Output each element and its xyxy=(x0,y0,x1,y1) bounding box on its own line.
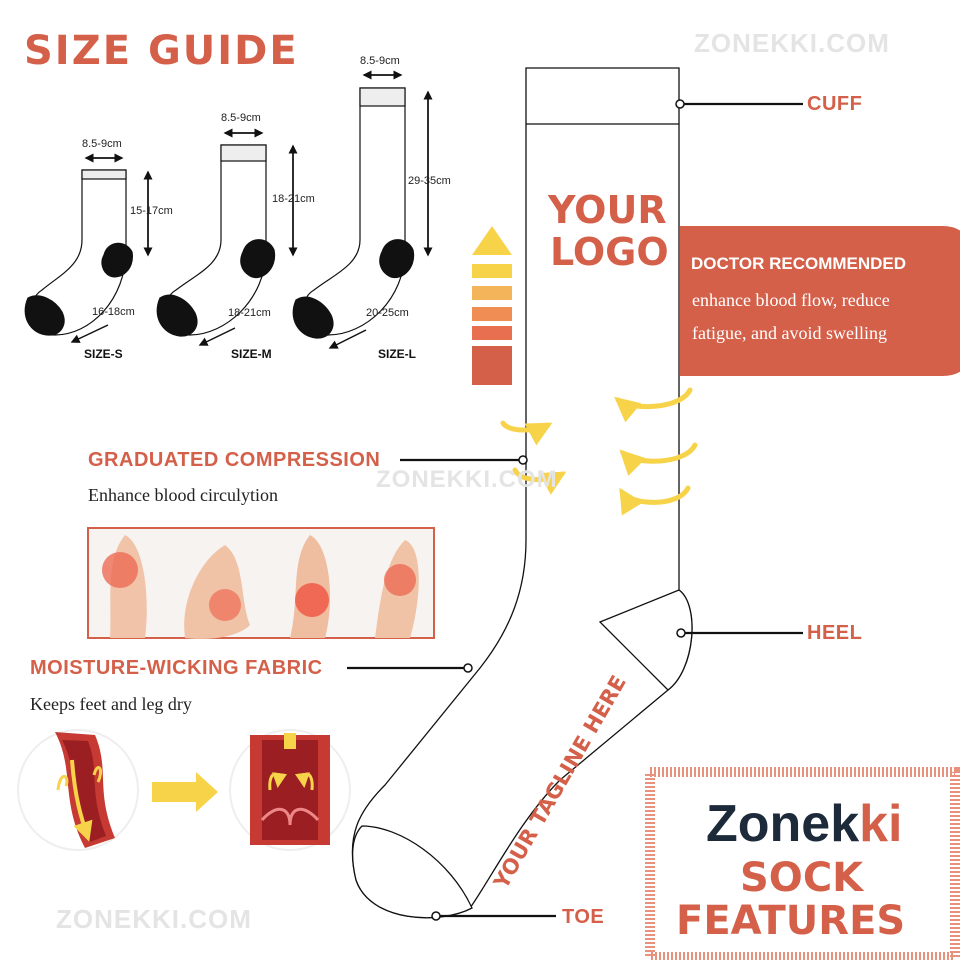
brand-line2: FEATURES xyxy=(676,898,906,944)
moisture-title: MOISTURE-WICKING FABRIC xyxy=(30,657,323,679)
sock-size-m xyxy=(156,144,276,337)
doctor-line1: enhance blood flow, reduce xyxy=(692,290,890,310)
size-s-foot: 16-18cm xyxy=(92,306,135,318)
compression-desc: Enhance blood circulytion xyxy=(88,485,278,505)
toe-label: TOE xyxy=(562,906,605,928)
size-l-label: SIZE-L xyxy=(378,347,416,361)
watermark-middle: ZONEKKI.COM xyxy=(376,466,558,493)
callout-lines xyxy=(347,102,803,918)
brand-name-accent: ki xyxy=(859,795,903,853)
sock-size-l xyxy=(292,87,415,339)
size-s-width: 8.5-9cm xyxy=(82,138,122,150)
brand-name-dark: Zonek xyxy=(706,795,860,853)
size-s-label: SIZE-S xyxy=(84,347,123,361)
swirl-arrows xyxy=(500,387,698,516)
arrow-right-icon xyxy=(152,772,218,812)
heel-label: HEEL xyxy=(807,622,863,644)
compression-gauge xyxy=(472,226,512,385)
brand-name: Zonekki xyxy=(706,796,903,852)
doctor-title: DOCTOR RECOMMENDED xyxy=(691,254,907,273)
main-sock xyxy=(351,67,693,919)
watermark-top: ZONEKKI.COM xyxy=(694,28,890,58)
vein-diagram-closed xyxy=(229,729,351,851)
compression-title: GRADUATED COMPRESSION xyxy=(88,449,381,471)
cuff-label: CUFF xyxy=(807,93,863,115)
size-l-foot: 20-25cm xyxy=(366,307,409,319)
vein-diagram-open xyxy=(17,729,139,851)
doctor-box-bg xyxy=(680,226,960,376)
size-l-height: 29-35cm xyxy=(408,175,451,187)
brand-line1: SOCK xyxy=(740,855,864,901)
size-m-foot: 18-21cm xyxy=(228,307,271,319)
dimension-arrows xyxy=(70,70,433,349)
sock-size-s xyxy=(24,169,133,336)
watermark-bottom: ZONEKKI.COM xyxy=(56,904,252,934)
size-m-width: 8.5-9cm xyxy=(221,112,261,124)
size-m-height: 18-21cm xyxy=(272,193,315,205)
doctor-line2: fatigue, and avoid swelling xyxy=(692,323,887,343)
size-m-label: SIZE-M xyxy=(231,347,272,361)
logo-line2: LOGO xyxy=(550,230,669,274)
moisture-desc: Keeps feet and leg dry xyxy=(30,694,192,714)
size-l-width: 8.5-9cm xyxy=(360,55,400,67)
size-s-height: 15-17cm xyxy=(130,205,173,217)
leg-pain-photo xyxy=(87,527,435,639)
brand-frame xyxy=(645,767,960,960)
logo-line1: YOUR xyxy=(548,188,667,232)
size-guide-title: SIZE GUIDE xyxy=(24,28,299,74)
callout-dots xyxy=(431,99,686,921)
